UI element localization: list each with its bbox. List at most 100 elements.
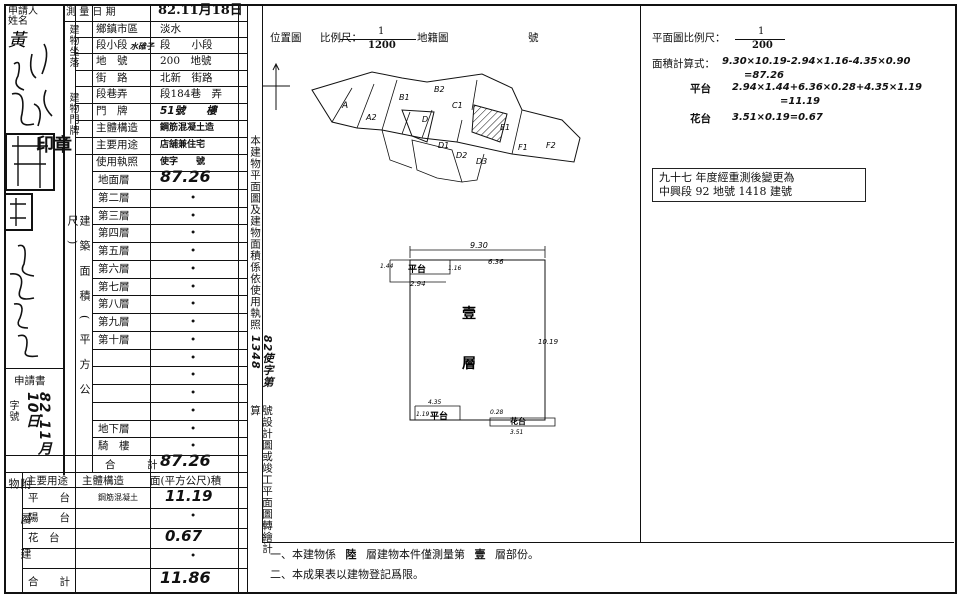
- row-value-prefix: 水碓子: [130, 42, 154, 51]
- grid-line: [92, 401, 247, 403]
- location-map-drawing: A A2 B1 B2 C1 D D1 D2 D3 E1 F1 F2: [262, 62, 581, 183]
- grid-line: [92, 384, 247, 385]
- attached-area: 11.19: [165, 487, 213, 505]
- dim-bottom4: 3.51: [510, 429, 523, 436]
- grid-line: [92, 171, 247, 172]
- plan-platform-label: 平台: [408, 263, 426, 275]
- revision-note-line1: 九十七 年度經重測後變更為: [659, 171, 795, 184]
- row-value: 鋼筋混凝土造: [160, 123, 215, 133]
- floors-group-label: 建築面積(平方公尺): [66, 215, 91, 409]
- vertical-note: 本建物平面圖及建物面積係依使用執照: [249, 135, 261, 331]
- location-scale-num: 1: [378, 26, 385, 37]
- floor-value: •: [190, 369, 197, 382]
- footer-note-2: 二、本成果表以建物登記爲限。: [270, 568, 424, 581]
- stamp-text: 印章: [36, 135, 72, 156]
- applicant-label: 申請人: [8, 6, 38, 17]
- floor-label: 第四層: [98, 227, 130, 240]
- floor-plan-drawing: 9.30 10.19 1.44 1.16 6.36 2.94 4.35 1.19…: [380, 241, 559, 436]
- application-no-label: 字號: [7, 400, 18, 422]
- application-date: 82.11月10日: [24, 392, 52, 457]
- floor-value: •: [190, 209, 197, 222]
- attached-area: •: [190, 550, 197, 562]
- grid-line: [92, 455, 93, 472]
- dim-bottom3: 0.28: [490, 409, 504, 416]
- grid-line: [22, 528, 247, 529]
- parcel-label: B1: [399, 93, 410, 102]
- grid-line: [238, 4, 239, 593]
- parcel-label: D2: [456, 151, 467, 160]
- row-label: 地 號: [96, 55, 128, 67]
- attached-structure: 鋼筋混凝土: [98, 493, 138, 502]
- grid-line: [22, 472, 23, 593]
- floor-value: •: [190, 422, 197, 435]
- floor-plan-scale-label: 平面圖比例尺：: [652, 32, 726, 44]
- floor-value: •: [190, 351, 197, 364]
- parcel-label: D3: [476, 157, 487, 166]
- floor-label: 騎 樓: [98, 440, 130, 453]
- attached-col-structure: 主體構造: [82, 475, 124, 487]
- row-value: 店舖兼住宅: [160, 140, 206, 150]
- grid-line: [22, 568, 247, 569]
- attached-use: 平 台: [28, 492, 70, 504]
- attached-col-area: 面(平方公尺)積: [150, 475, 222, 487]
- location-parcel-label: 地籍圖: [417, 32, 449, 44]
- floor-value: •: [190, 227, 197, 240]
- grid-line: [92, 259, 247, 261]
- attached-col-use: 主要用途: [26, 475, 68, 487]
- flower-label: 花台: [690, 113, 711, 125]
- grid-line: [92, 348, 247, 350]
- floor-label: 第五層: [98, 245, 130, 257]
- row-value: 段 小段: [160, 39, 213, 51]
- vertical-note-2: 號設計圖或竣工平面圖轉繪計算: [249, 405, 273, 555]
- floor-value: •: [190, 440, 197, 453]
- floor-label: 第十層: [98, 333, 130, 346]
- grid-line: [22, 508, 247, 509]
- footer-note-1-mid: 層建物本件僅測量第: [366, 548, 465, 561]
- grid-line: [4, 472, 247, 473]
- survey-date-label: 測 量 日 期: [66, 7, 116, 18]
- grid-line: [247, 4, 248, 593]
- dim-right: 10.19: [538, 338, 559, 346]
- grid-line: [402, 39, 416, 40]
- parcel-label: A: [341, 101, 348, 111]
- revision-note: 九十七 年度經重測後變更為 中興段 92 地號 1418 建號: [652, 168, 866, 202]
- floor-value: •: [190, 387, 197, 399]
- row-value: 北新 街路: [160, 72, 213, 84]
- grid-line: [63, 455, 64, 472]
- grid-line: [92, 188, 247, 190]
- floor-label: 第二層: [98, 191, 130, 204]
- row-value: 使字 號: [160, 157, 206, 167]
- grid-line: [340, 39, 378, 40]
- footer-note-1-floor: 壹: [474, 548, 486, 561]
- dim-small3: 6.36: [488, 258, 504, 266]
- grid-line: [75, 53, 247, 54]
- platform-calc: 2.94×1.44+6.36×0.28+4.35×1.19: [732, 82, 922, 93]
- plan-flower-label: 花台: [510, 416, 526, 426]
- applicant-hw-name: 黃: [8, 30, 28, 51]
- floor-label: 第七層: [98, 280, 130, 293]
- floor-plan-scale-num: 1: [758, 26, 765, 37]
- grid-line: [22, 548, 247, 549]
- parcel-label: F2: [546, 141, 556, 150]
- floor-value: •: [190, 333, 197, 346]
- grid-line: [63, 21, 247, 22]
- footer-note-1: 一、本建物係 陸 層建物本件僅測量第 壹 層部份。: [270, 549, 539, 561]
- location-scale-den: 1200: [368, 40, 396, 51]
- flower-calc: 3.51×0.19=0.67: [732, 112, 823, 123]
- attached-area: •: [190, 510, 197, 522]
- grid-line: [92, 277, 247, 279]
- grid-line: [4, 368, 63, 369]
- area-calc-line2: =87.26: [744, 70, 785, 81]
- location-scale-label: 比例尺：: [320, 32, 362, 44]
- survey-date-value: 82.11月18日: [158, 3, 243, 18]
- grid-line: [150, 4, 151, 593]
- grid-line: [92, 224, 247, 226]
- floor-value: •: [190, 298, 197, 311]
- row-label: 主要用途: [96, 139, 138, 151]
- grid-line: [92, 330, 247, 332]
- footer-note-1-floors: 陸: [345, 548, 357, 561]
- grid-line: [75, 120, 247, 121]
- total-value: 87.26: [160, 451, 211, 470]
- floor-value: 87.26: [160, 167, 211, 186]
